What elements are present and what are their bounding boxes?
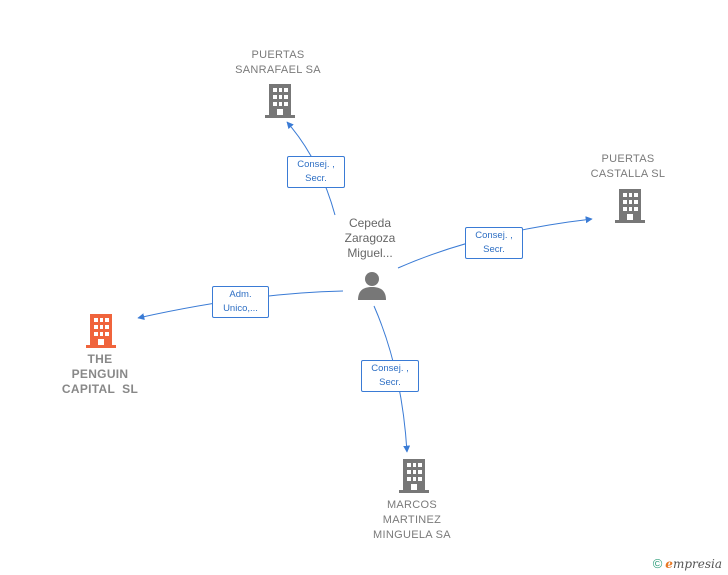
company-label-castalla[interactable]: PUERTAS CASTALLA SL <box>568 152 688 182</box>
label-line: PENGUIN <box>71 367 129 381</box>
company-label-penguin[interactable]: THE PENGUIN CAPITAL SL <box>40 352 160 397</box>
building-icon[interactable] <box>398 459 430 493</box>
label-line: THE <box>87 352 113 366</box>
edge-label-line: Consej. , <box>371 363 409 374</box>
label-line: CASTALLA SL <box>590 168 666 180</box>
building-icon[interactable] <box>614 189 646 223</box>
label-line: MINGUELA SA <box>373 529 451 541</box>
label-line: PUERTAS <box>251 49 305 61</box>
edge-label-line: Adm. <box>229 289 252 300</box>
label-line: MARTINEZ <box>382 514 442 526</box>
edge-label-line: Consej. , <box>475 230 513 241</box>
label-line: Zaragoza <box>344 231 396 245</box>
edge-label-sanrafael[interactable]: Consej. , Secr. <box>287 156 345 188</box>
person-label[interactable]: Cepeda Zaragoza Miguel... <box>320 216 420 261</box>
edge-label-line: Unico,... <box>223 303 258 314</box>
edge-label-line: Secr. <box>379 377 401 388</box>
building-icon[interactable] <box>85 314 117 348</box>
company-label-marcos[interactable]: MARCOS MARTINEZ MINGUELA SA <box>352 498 472 543</box>
edge-label-penguin[interactable]: Adm. Unico,... <box>212 286 269 318</box>
brand-logo: empresia <box>665 557 722 571</box>
company-label-sanrafael[interactable]: PUERTAS SANRAFAEL SA <box>218 48 338 78</box>
edge-label-line: Secr. <box>305 173 327 184</box>
label-line: CAPITAL SL <box>61 382 139 396</box>
building-icon[interactable] <box>264 84 296 118</box>
person-icon[interactable] <box>356 270 388 302</box>
edge-label-castalla[interactable]: Consej. , Secr. <box>465 227 523 259</box>
label-line: Cepeda <box>348 216 392 230</box>
label-line: MARCOS <box>386 499 438 511</box>
edge-label-line: Secr. <box>483 244 505 255</box>
brand-watermark: ©empresia <box>653 556 722 571</box>
label-line: SANRAFAEL SA <box>235 64 321 76</box>
edge-label-marcos[interactable]: Consej. , Secr. <box>361 360 419 392</box>
edge-label-line: Consej. , <box>297 159 335 170</box>
copyright-symbol: © <box>652 556 663 571</box>
label-line: PUERTAS <box>601 153 655 165</box>
label-line: Miguel... <box>347 246 393 260</box>
